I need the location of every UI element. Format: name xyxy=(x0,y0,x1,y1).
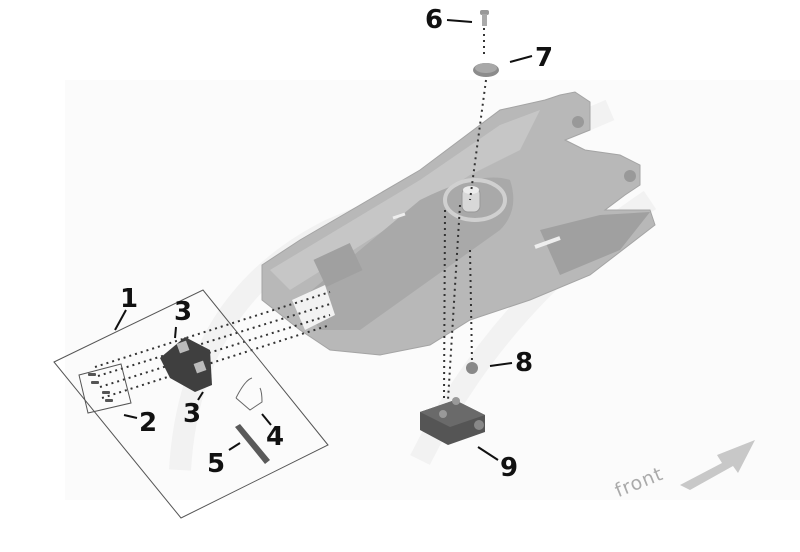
callout-2: 2 xyxy=(139,408,158,438)
callout-6: 6 xyxy=(425,5,444,35)
part-5-strip xyxy=(235,424,270,464)
part-1-kit-outline xyxy=(53,289,329,519)
callout-5: 5 xyxy=(207,449,226,479)
front-arrow-icon xyxy=(680,440,755,490)
part-3-clips xyxy=(160,337,212,392)
part-9-bracket xyxy=(420,397,485,445)
assembly-guide-lines xyxy=(94,28,487,401)
callout-1: 1 xyxy=(120,284,139,314)
callout-3-lower: 3 xyxy=(183,399,202,429)
part-6-bolt xyxy=(480,10,489,26)
part-4-clip xyxy=(235,377,263,411)
callout-4: 4 xyxy=(266,422,285,452)
part-8-nut xyxy=(466,362,478,374)
callout-7: 7 xyxy=(535,43,554,73)
leader-lines xyxy=(114,19,533,461)
part-2-screws xyxy=(88,373,113,402)
part-7-washer xyxy=(473,63,499,77)
callout-9: 9 xyxy=(500,453,519,483)
callout-8: 8 xyxy=(515,348,534,378)
callout-3-upper: 3 xyxy=(174,297,193,327)
